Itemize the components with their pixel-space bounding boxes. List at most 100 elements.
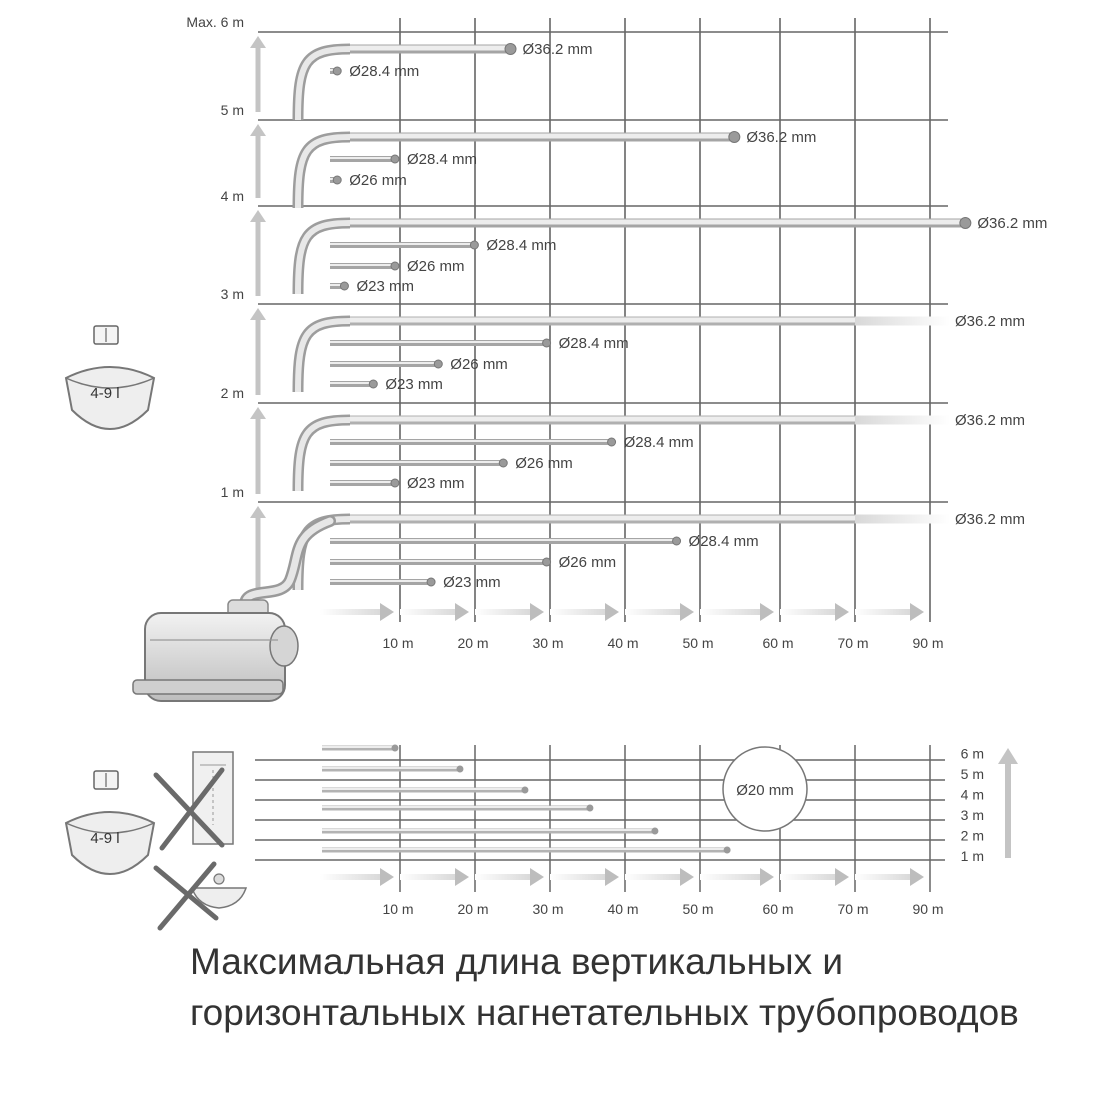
pipe-end-cap [339, 281, 349, 291]
bottom-distance-labels: 10 m 20 m 30 m 40 m 50 m 60 m 70 m 90 m [382, 901, 943, 917]
right-arrow-icon [680, 603, 694, 621]
flow-arrow-shaft [320, 874, 382, 880]
pipe-diameter-label: Ø26 mm [559, 554, 617, 571]
pipe-end-cap [959, 217, 972, 229]
sink-icon [190, 887, 248, 909]
caption: Максимальная длина вертикальных и горизо… [190, 941, 1019, 1033]
right-arrow-icon [835, 603, 849, 621]
pipe-diameter-label: Ø36.2 mm [955, 511, 1025, 528]
flow-arrow-shaft [780, 609, 837, 615]
pipe-end-cap [390, 261, 400, 271]
pipe-diameter-label: Ø23 mm [385, 376, 443, 393]
height-label: Max. 6 m [186, 14, 244, 30]
height-label: 5 m [961, 766, 984, 782]
right-arrow-icon [760, 603, 774, 621]
distance-label: 40 m [607, 901, 638, 917]
distance-label: 90 m [912, 901, 943, 917]
pipe-diameter-badge: Ø20 mm [722, 746, 808, 832]
up-arrow-icon [250, 124, 266, 136]
pump-side-cap [269, 625, 299, 667]
flow-arrow-shaft [320, 609, 382, 615]
right-arrow-icon [680, 868, 694, 886]
distance-label: 60 m [762, 901, 793, 917]
height-label: 4 m [221, 188, 244, 204]
tank-capacity-label-bottom: 4-9 l [90, 830, 119, 847]
pipe-end-cap [672, 536, 682, 546]
pipe-diameter-label: Ø23 mm [443, 574, 501, 591]
pipe-diameter-label: Ø26 mm [515, 455, 573, 472]
right-arrow-icon [605, 868, 619, 886]
right-arrow-icon [760, 868, 774, 886]
flow-arrow-shaft [400, 874, 457, 880]
up-arrow-icon [250, 506, 266, 518]
flow-arrow-shaft [475, 609, 532, 615]
height-label: 2 m [221, 385, 244, 401]
pipe-bend-highlight [295, 220, 351, 295]
pipe-end-cap [651, 827, 659, 835]
pipe-end-cap [390, 154, 400, 164]
right-arrow-icon [380, 603, 394, 621]
pipe-diameter-label: Ø26 mm [450, 356, 508, 373]
tank-body [64, 366, 156, 430]
height-label: 5 m [221, 102, 244, 118]
pipe-diameter-label: Ø28.4 mm [486, 237, 556, 254]
tank-capacity-label: 4-9 l [90, 385, 119, 402]
distance-label: 50 m [682, 901, 713, 917]
flow-arrow-shaft [855, 609, 912, 615]
pipe-fade [855, 415, 950, 425]
distance-label: 90 m [912, 635, 943, 651]
up-arrow-icon [250, 407, 266, 419]
pipe-bend-highlight [295, 46, 351, 121]
up-arrow-icon [998, 748, 1018, 764]
flow-arrow-shaft [780, 874, 837, 880]
pipe-end-cap [391, 744, 399, 752]
tank-icon-top: 4-9 l [64, 325, 156, 430]
distance-label: 10 m [382, 901, 413, 917]
pipe-diameter-circle [722, 746, 808, 832]
distance-label: 70 m [837, 901, 868, 917]
distance-label: 40 m [607, 635, 638, 651]
distance-label: 30 m [532, 901, 563, 917]
distance-label: 60 m [762, 635, 793, 651]
pipe-diameter-label: Ø20 mm [736, 782, 794, 799]
right-arrow-icon [530, 868, 544, 886]
bottom-rise-arrow [998, 748, 1018, 858]
pipe-end-cap [332, 175, 342, 185]
distance-label: 20 m [457, 901, 488, 917]
flow-arrow-shaft [400, 609, 457, 615]
pipe-end-cap [456, 765, 464, 773]
sink-not-allowed [153, 861, 248, 931]
up-arrow-icon [250, 210, 266, 222]
top-flow-arrows [320, 603, 924, 621]
top-rise-arrows [250, 36, 266, 592]
pipe-end-cap [469, 240, 479, 250]
bottom-height-labels: 1 m2 m3 m4 m5 m6 m [961, 746, 984, 865]
right-arrow-icon [455, 868, 469, 886]
pipe-fade [855, 316, 950, 326]
bottom-flow-arrows [320, 868, 924, 886]
height-label: 1 m [221, 484, 244, 500]
pipe-end-cap [542, 338, 552, 348]
flow-arrow-shaft [855, 874, 912, 880]
pipe-end-cap [390, 478, 400, 488]
distance-label: 50 m [682, 635, 713, 651]
distance-label: 70 m [837, 635, 868, 651]
pipe-diameter-label: Ø28.4 mm [407, 151, 477, 168]
pipe-fade [855, 514, 950, 524]
height-label: 4 m [961, 787, 984, 803]
right-arrow-icon [910, 603, 924, 621]
pump-hose-highlight [241, 517, 334, 609]
pipe-end-cap [504, 43, 517, 55]
flow-arrow-shaft [550, 874, 607, 880]
height-label: 3 m [961, 807, 984, 823]
pipe-diameter-label: Ø36.2 mm [955, 313, 1025, 330]
pipe-diameter-label: Ø23 mm [407, 475, 465, 492]
pipe-diameter-label: Ø28.4 mm [559, 335, 629, 352]
pipe-diameter-label: Ø28.4 mm [349, 63, 419, 80]
pipe-diameter-label: Ø23 mm [356, 278, 414, 295]
cross-icon-sink [153, 865, 219, 921]
pipe-diameter-label: Ø26 mm [349, 172, 407, 189]
right-arrow-icon [910, 868, 924, 886]
